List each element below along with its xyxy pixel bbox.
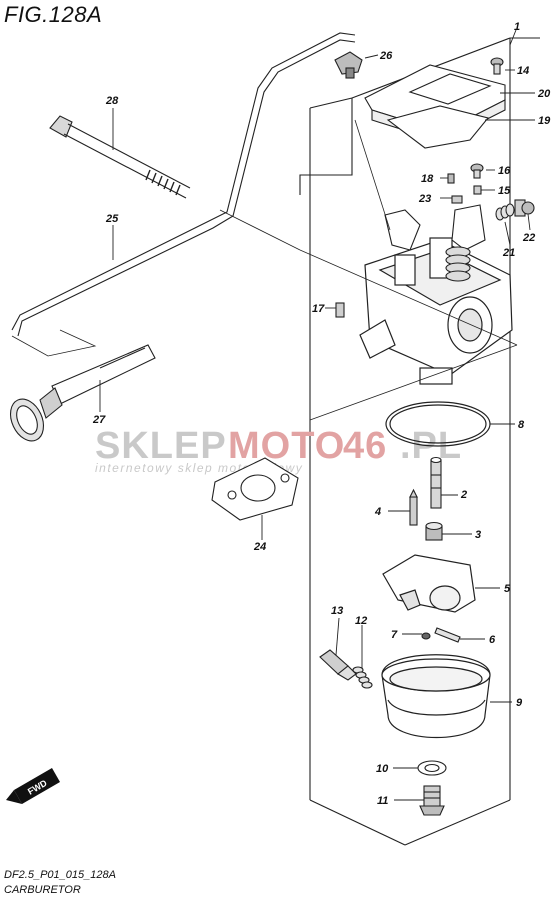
part-16-screw <box>470 163 484 179</box>
figure-code: DF2.5_P01_015_128A <box>4 869 116 881</box>
direction-badge: FWD <box>6 768 60 804</box>
callout-28: 28 <box>105 95 119 107</box>
callout-5: 5 <box>504 583 511 595</box>
watermark: SKLEP MOTO 46 .PL internetowy sklep moto… <box>95 425 461 475</box>
callout-16: 16 <box>498 165 511 177</box>
callout-26: 26 <box>379 50 393 62</box>
part-19-cover-gasket <box>386 105 489 149</box>
part-4-needle-valve <box>409 488 418 526</box>
part-28-bolt <box>49 115 191 199</box>
part-24-gasket <box>211 457 299 521</box>
callout-21: 21 <box>502 247 515 259</box>
callout-3: 3 <box>475 529 481 541</box>
watermark-brand-2: MOTO <box>228 425 345 467</box>
part-14-screw <box>490 57 504 75</box>
callout-4: 4 <box>374 506 381 518</box>
part-12-spring <box>352 666 373 689</box>
callout-17: 17 <box>312 303 325 315</box>
callout-7: 7 <box>391 629 398 641</box>
callout-11: 11 <box>377 795 388 807</box>
callout-22: 22 <box>522 232 535 244</box>
part-9-float-bowl <box>381 654 491 738</box>
callout-25: 25 <box>105 213 119 225</box>
watermark-brand-1: SKLEP <box>95 425 227 467</box>
part-26-clip <box>334 51 363 79</box>
watermark-brand-3: 46 <box>343 425 387 467</box>
part-11-drain-plug <box>419 785 445 816</box>
callout-1: 1 <box>514 21 520 33</box>
carburetor-body <box>359 237 513 385</box>
throttle-lever <box>384 204 486 282</box>
callout-23: 23 <box>418 193 431 205</box>
callout-numbers: 1 2 3 4 5 6 7 8 9 10 11 12 13 14 15 16 1… <box>92 21 551 807</box>
callout-20: 20 <box>537 88 551 100</box>
figure-name: CARBURETOR <box>4 884 81 896</box>
leader-lines <box>99 29 535 801</box>
part-17-plug <box>335 302 345 318</box>
part-18-pin <box>447 173 455 184</box>
callout-13: 13 <box>331 605 343 617</box>
part-5-float <box>382 554 476 613</box>
part-21-spring <box>495 203 515 221</box>
part-22-idle-screw <box>514 199 535 217</box>
part-15-spring <box>473 185 482 195</box>
figure-title: FIG.128A <box>4 2 103 27</box>
callout-2: 2 <box>460 489 467 501</box>
dashed-connector-lines <box>11 209 301 357</box>
callout-18: 18 <box>421 173 434 185</box>
callout-27: 27 <box>92 414 106 426</box>
part-6-float-pin <box>434 627 461 643</box>
part-2-nozzle <box>430 456 442 509</box>
part-27-choke-shaft <box>9 344 156 442</box>
part-23-screw <box>451 195 463 204</box>
callout-9: 9 <box>516 697 523 709</box>
callout-6: 6 <box>489 634 496 646</box>
callout-15: 15 <box>498 185 511 197</box>
callout-19: 19 <box>538 115 551 127</box>
callout-8: 8 <box>518 419 525 431</box>
part-25-throttle-rod <box>11 32 356 337</box>
part-13-pilot-screw <box>319 649 357 681</box>
part-10-washer <box>417 760 447 776</box>
callout-12: 12 <box>355 615 367 627</box>
callout-10: 10 <box>376 763 389 775</box>
callout-14: 14 <box>517 65 529 77</box>
dashed-connector-lines-2 <box>299 119 518 421</box>
part-7-clip <box>421 632 431 640</box>
part-3-main-jet <box>425 521 443 541</box>
callout-24: 24 <box>253 541 266 553</box>
